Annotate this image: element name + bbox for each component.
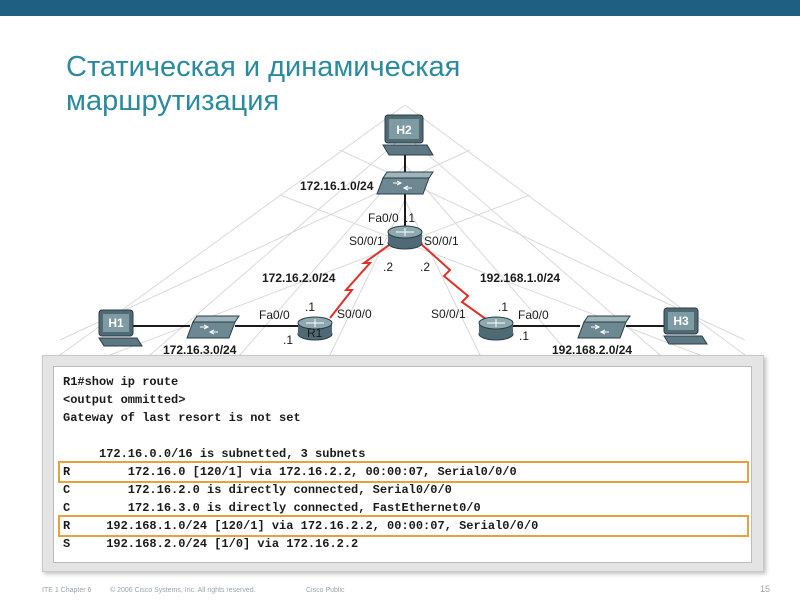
interface-label-r3-serial: S0/0/1 xyxy=(431,307,466,321)
host-h3-label: H3 xyxy=(673,314,689,328)
footer-classification: Cisco Public xyxy=(306,587,345,594)
pc-icon: H3 xyxy=(663,307,708,345)
highlighted-route-line: R 192.168.1.0/24 [120/1] via 172.16.2.2,… xyxy=(58,515,749,537)
host-octet-r1-lan: .1 xyxy=(283,333,293,347)
interface-label-r2-right: S0/0/1 xyxy=(424,234,459,248)
interface-label-r2-left: S0/0/1 xyxy=(349,234,384,248)
top-bar xyxy=(0,0,800,16)
footer-copyright: © 2006 Cisco Systems, Inc. All rights re… xyxy=(110,587,256,594)
console-line: Gateway of last resort is not set xyxy=(63,411,301,425)
routing-table-lines: R1#show ip route <output ommitted> Gateway… xyxy=(58,373,749,553)
serial-links xyxy=(329,242,491,323)
router-icon xyxy=(297,316,333,341)
console-line: 172.16.0.0/16 is subnetted, 3 subnets xyxy=(63,447,366,461)
console-line: C 172.16.3.0 is directly connected, Fast… xyxy=(63,501,481,515)
router-r1-label: R1 xyxy=(307,326,323,340)
switch-icon xyxy=(577,315,631,339)
console-line xyxy=(60,427,747,445)
console-line: <output ommitted> xyxy=(63,393,186,407)
network-label-left-lan: 172.16.3.0/24 xyxy=(163,343,237,357)
switch-icon xyxy=(376,171,434,195)
console-line: S 192.168.2.0/24 [1/0] via 172.16.2.2 xyxy=(63,537,359,551)
router-icon xyxy=(478,316,514,341)
interface-label-r3-fa: Fa0/0 xyxy=(518,308,549,322)
network-label-left-serial: 172.16.2.0/24 xyxy=(262,271,336,285)
ethernet-links xyxy=(130,150,668,327)
serial-link-r2-r3 xyxy=(419,242,491,323)
console-output: R1#show ip route <output ommitted> Gateway… xyxy=(53,366,752,563)
host-octet-r2-fa: .1 xyxy=(405,211,415,225)
slide-title: Статическая и динамическая маршрутизация xyxy=(66,50,706,118)
host-h1-label: H1 xyxy=(108,316,124,330)
slide-title-line-1: Статическая и динамическая xyxy=(66,51,461,83)
network-label-top-lan: 172.16.1.0/24 xyxy=(300,179,374,193)
interface-label-r1-fa: Fa0/0 xyxy=(259,308,290,322)
console-line: R1#show ip route xyxy=(63,375,179,389)
page-number: 15 xyxy=(760,584,771,594)
pc-icon: H1 xyxy=(98,309,143,347)
footer-course: ITE 1 Chapter 6 xyxy=(42,587,92,594)
highlighted-route-line: R 172.16.0 [120/1] via 172.16.2.2, 00:00… xyxy=(58,461,749,483)
host-octet-r3-top: .1 xyxy=(498,300,508,314)
interface-label-r2-fa: Fa0/0 xyxy=(368,211,399,225)
network-label-right-lan: 192.168.2.0/24 xyxy=(552,343,632,357)
interface-label-r1-serial: S0/0/0 xyxy=(337,307,372,321)
switch-icon xyxy=(186,315,240,339)
console-output-panel: R1#show ip route <output ommitted> Gateway… xyxy=(42,355,764,572)
serial-link-r1-r2 xyxy=(329,242,393,319)
router-icon xyxy=(387,225,423,250)
slide-title-line-2: маршрутизация xyxy=(66,85,280,117)
host-octet-r1-top: .1 xyxy=(305,300,315,314)
host-octet-r2-left: .2 xyxy=(383,260,393,274)
host-octet-r2-right: .2 xyxy=(420,260,430,274)
host-octet-r3-lan: .1 xyxy=(519,329,529,343)
pc-icon: H2 xyxy=(382,114,434,156)
host-h2-label: H2 xyxy=(396,123,412,137)
network-label-right-serial: 192.168.1.0/24 xyxy=(480,271,560,285)
console-line: C 172.16.2.0 is directly connected, Seri… xyxy=(63,483,452,497)
